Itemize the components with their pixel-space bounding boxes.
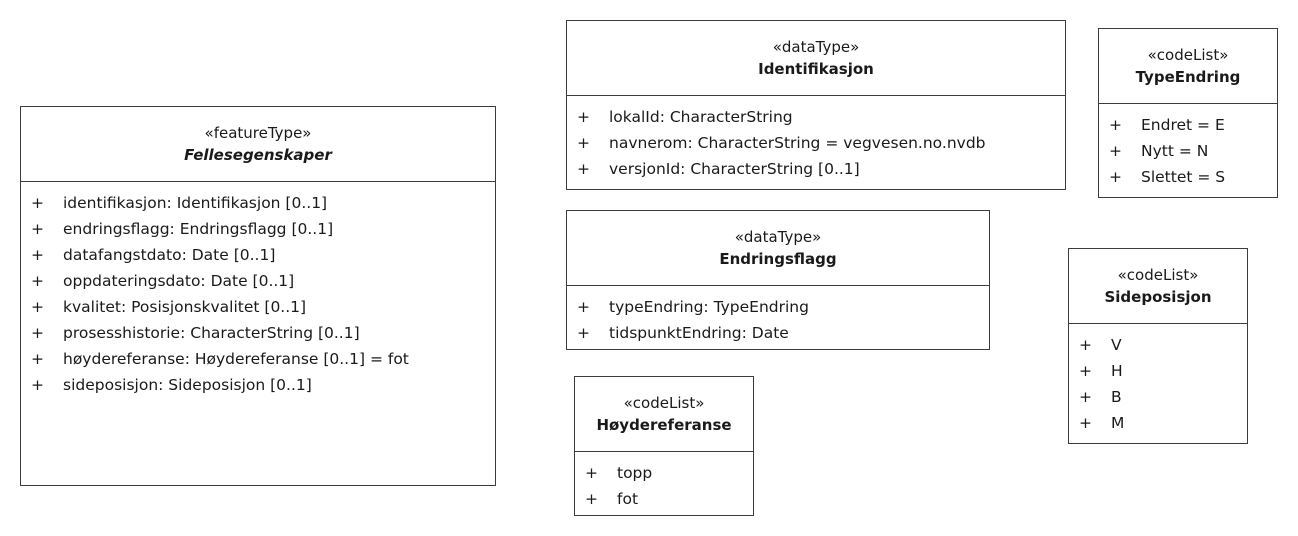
- attribute-text: Nytt = N: [1141, 142, 1209, 160]
- attribute-text: sideposisjon: Sideposisjon [0..1]: [63, 376, 312, 394]
- attribute-text: identifikasjon: Identifikasjon [0..1]: [63, 194, 328, 212]
- class-name: Fellesegenskaper: [184, 146, 332, 164]
- attribute-row[interactable]: + Endret = E: [1099, 112, 1277, 138]
- class-header: «featureType» Fellesegenskaper: [21, 107, 495, 182]
- class-header: «dataType» Endringsflagg: [567, 211, 989, 286]
- visibility-marker: +: [1079, 414, 1092, 432]
- visibility-marker: +: [1079, 336, 1092, 354]
- attribute-list: + identifikasjon: Identifikasjon [0..1] + e…: [21, 182, 495, 398]
- attribute-row[interactable]: + fot: [575, 486, 753, 512]
- visibility-marker: +: [577, 298, 590, 316]
- attribute-row[interactable]: +B: [1069, 384, 1247, 410]
- class-fellesegenskaper[interactable]: «featureType» Fellesegenskaper + identifi…: [20, 106, 496, 486]
- attribute-text: lokalId: CharacterString: [609, 108, 793, 126]
- attribute-row[interactable]: + typeEndring: TypeEndring: [567, 294, 989, 320]
- attribute-text: B: [1111, 388, 1122, 406]
- attribute-row[interactable]: +H: [1069, 358, 1247, 384]
- class-hoydereferanse[interactable]: «codeList» Høydereferanse + topp + fot: [574, 376, 754, 516]
- attribute-text: høydereferanse: Høydereferanse [0..1] = …: [63, 350, 409, 368]
- attribute-row[interactable]: + datafangstdato: Date [0..1]: [21, 242, 495, 268]
- visibility-marker: +: [577, 160, 590, 178]
- class-header: «dataType» Identifikasjon: [567, 21, 1065, 96]
- attribute-text: oppdateringsdato: Date [0..1]: [63, 272, 295, 290]
- visibility-marker: +: [31, 350, 44, 368]
- class-stereotype: «dataType»: [772, 38, 860, 56]
- attribute-text: typeEndring: TypeEndring: [609, 298, 809, 316]
- attribute-list: + lokalId: CharacterString + navnerom: Char…: [567, 96, 1065, 182]
- visibility-marker: +: [577, 134, 590, 152]
- attribute-list: +V+H+B+M: [1069, 324, 1247, 436]
- attribute-text: V: [1111, 336, 1122, 354]
- attribute-text: datafangstdato: Date [0..1]: [63, 246, 276, 264]
- attribute-text: Endret = E: [1141, 116, 1225, 134]
- attribute-row[interactable]: + navnerom: CharacterString = vegvesen.no…: [567, 130, 1065, 156]
- class-name: Identifikasjon: [758, 60, 874, 78]
- visibility-marker: +: [1079, 388, 1092, 406]
- class-header: «codeList» TypeEndring: [1099, 29, 1277, 104]
- attribute-row[interactable]: + Nytt = N: [1099, 138, 1277, 164]
- attribute-row[interactable]: + lokalId: CharacterString: [567, 104, 1065, 130]
- class-header: «codeList» Høydereferanse: [575, 377, 753, 452]
- attribute-row[interactable]: + oppdateringsdato: Date [0..1]: [21, 268, 495, 294]
- attribute-text: endringsflagg: Endringsflagg [0..1]: [63, 220, 334, 238]
- class-identifikasjon[interactable]: «dataType» Identifikasjon + lokalId: Char…: [566, 20, 1066, 190]
- attribute-row[interactable]: + identifikasjon: Identifikasjon [0..1]: [21, 190, 495, 216]
- class-name: Endringsflagg: [719, 250, 837, 268]
- visibility-marker: +: [31, 298, 44, 316]
- attribute-text: M: [1111, 414, 1125, 432]
- visibility-marker: +: [31, 246, 44, 264]
- visibility-marker: +: [31, 376, 44, 394]
- visibility-marker: +: [31, 272, 44, 290]
- attribute-text: prosesshistorie: CharacterString [0..1]: [63, 324, 360, 342]
- attribute-row[interactable]: + kvalitet: Posisjonskvalitet [0..1]: [21, 294, 495, 320]
- attribute-row[interactable]: + høydereferanse: Høydereferanse [0..1] =…: [21, 346, 495, 372]
- visibility-marker: +: [585, 464, 598, 482]
- visibility-marker: +: [1079, 362, 1092, 380]
- attribute-list: + topp + fot: [575, 452, 753, 512]
- visibility-marker: +: [577, 324, 590, 342]
- visibility-marker: +: [31, 324, 44, 342]
- attribute-row[interactable]: + endringsflagg: Endringsflagg [0..1]: [21, 216, 495, 242]
- visibility-marker: +: [1109, 168, 1122, 186]
- attribute-text: kvalitet: Posisjonskvalitet [0..1]: [63, 298, 307, 316]
- class-header: «codeList» Sideposisjon: [1069, 249, 1247, 324]
- attribute-text: tidspunktEndring: Date: [609, 324, 789, 342]
- class-stereotype: «codeList»: [623, 394, 705, 412]
- class-typeendring[interactable]: «codeList» TypeEndring + Endret = E + Nytt …: [1098, 28, 1278, 198]
- visibility-marker: +: [1109, 142, 1122, 160]
- class-stereotype: «featureType»: [204, 124, 312, 142]
- attribute-row[interactable]: + versjonId: CharacterString [0..1]: [567, 156, 1065, 182]
- attribute-text: H: [1111, 362, 1123, 380]
- class-name: TypeEndring: [1135, 68, 1241, 86]
- class-name: Høydereferanse: [596, 416, 732, 434]
- attribute-row[interactable]: + Slettet = S: [1099, 164, 1277, 190]
- visibility-marker: +: [31, 194, 44, 212]
- attribute-row[interactable]: + topp: [575, 460, 753, 486]
- attribute-list: + Endret = E + Nytt = N + Slettet = S: [1099, 104, 1277, 190]
- class-sideposisjon[interactable]: «codeList» Sideposisjon +V+H+B+M: [1068, 248, 1248, 444]
- class-stereotype: «dataType»: [734, 228, 822, 246]
- class-stereotype: «codeList»: [1147, 46, 1229, 64]
- attribute-row[interactable]: + tidspunktEndring: Date: [567, 320, 989, 346]
- class-name: Sideposisjon: [1104, 288, 1212, 306]
- attribute-row[interactable]: + sideposisjon: Sideposisjon [0..1]: [21, 372, 495, 398]
- attribute-row[interactable]: +V: [1069, 332, 1247, 358]
- attribute-text: Slettet = S: [1141, 168, 1226, 186]
- attribute-text: topp: [617, 464, 653, 482]
- attribute-row[interactable]: + prosesshistorie: CharacterString [0..1]: [21, 320, 495, 346]
- visibility-marker: +: [585, 490, 598, 508]
- attribute-text: versjonId: CharacterString [0..1]: [609, 160, 860, 178]
- attribute-text: fot: [617, 490, 639, 508]
- visibility-marker: +: [577, 108, 590, 126]
- attribute-list: + typeEndring: TypeEndring + tidspunktEndri…: [567, 286, 989, 346]
- class-endringsflagg[interactable]: «dataType» Endringsflagg + typeEndring: T…: [566, 210, 990, 350]
- class-stereotype: «codeList»: [1117, 266, 1199, 284]
- visibility-marker: +: [1109, 116, 1122, 134]
- attribute-row[interactable]: +M: [1069, 410, 1247, 436]
- visibility-marker: +: [31, 220, 44, 238]
- attribute-text: navnerom: CharacterString = vegvesen.no.…: [609, 134, 986, 152]
